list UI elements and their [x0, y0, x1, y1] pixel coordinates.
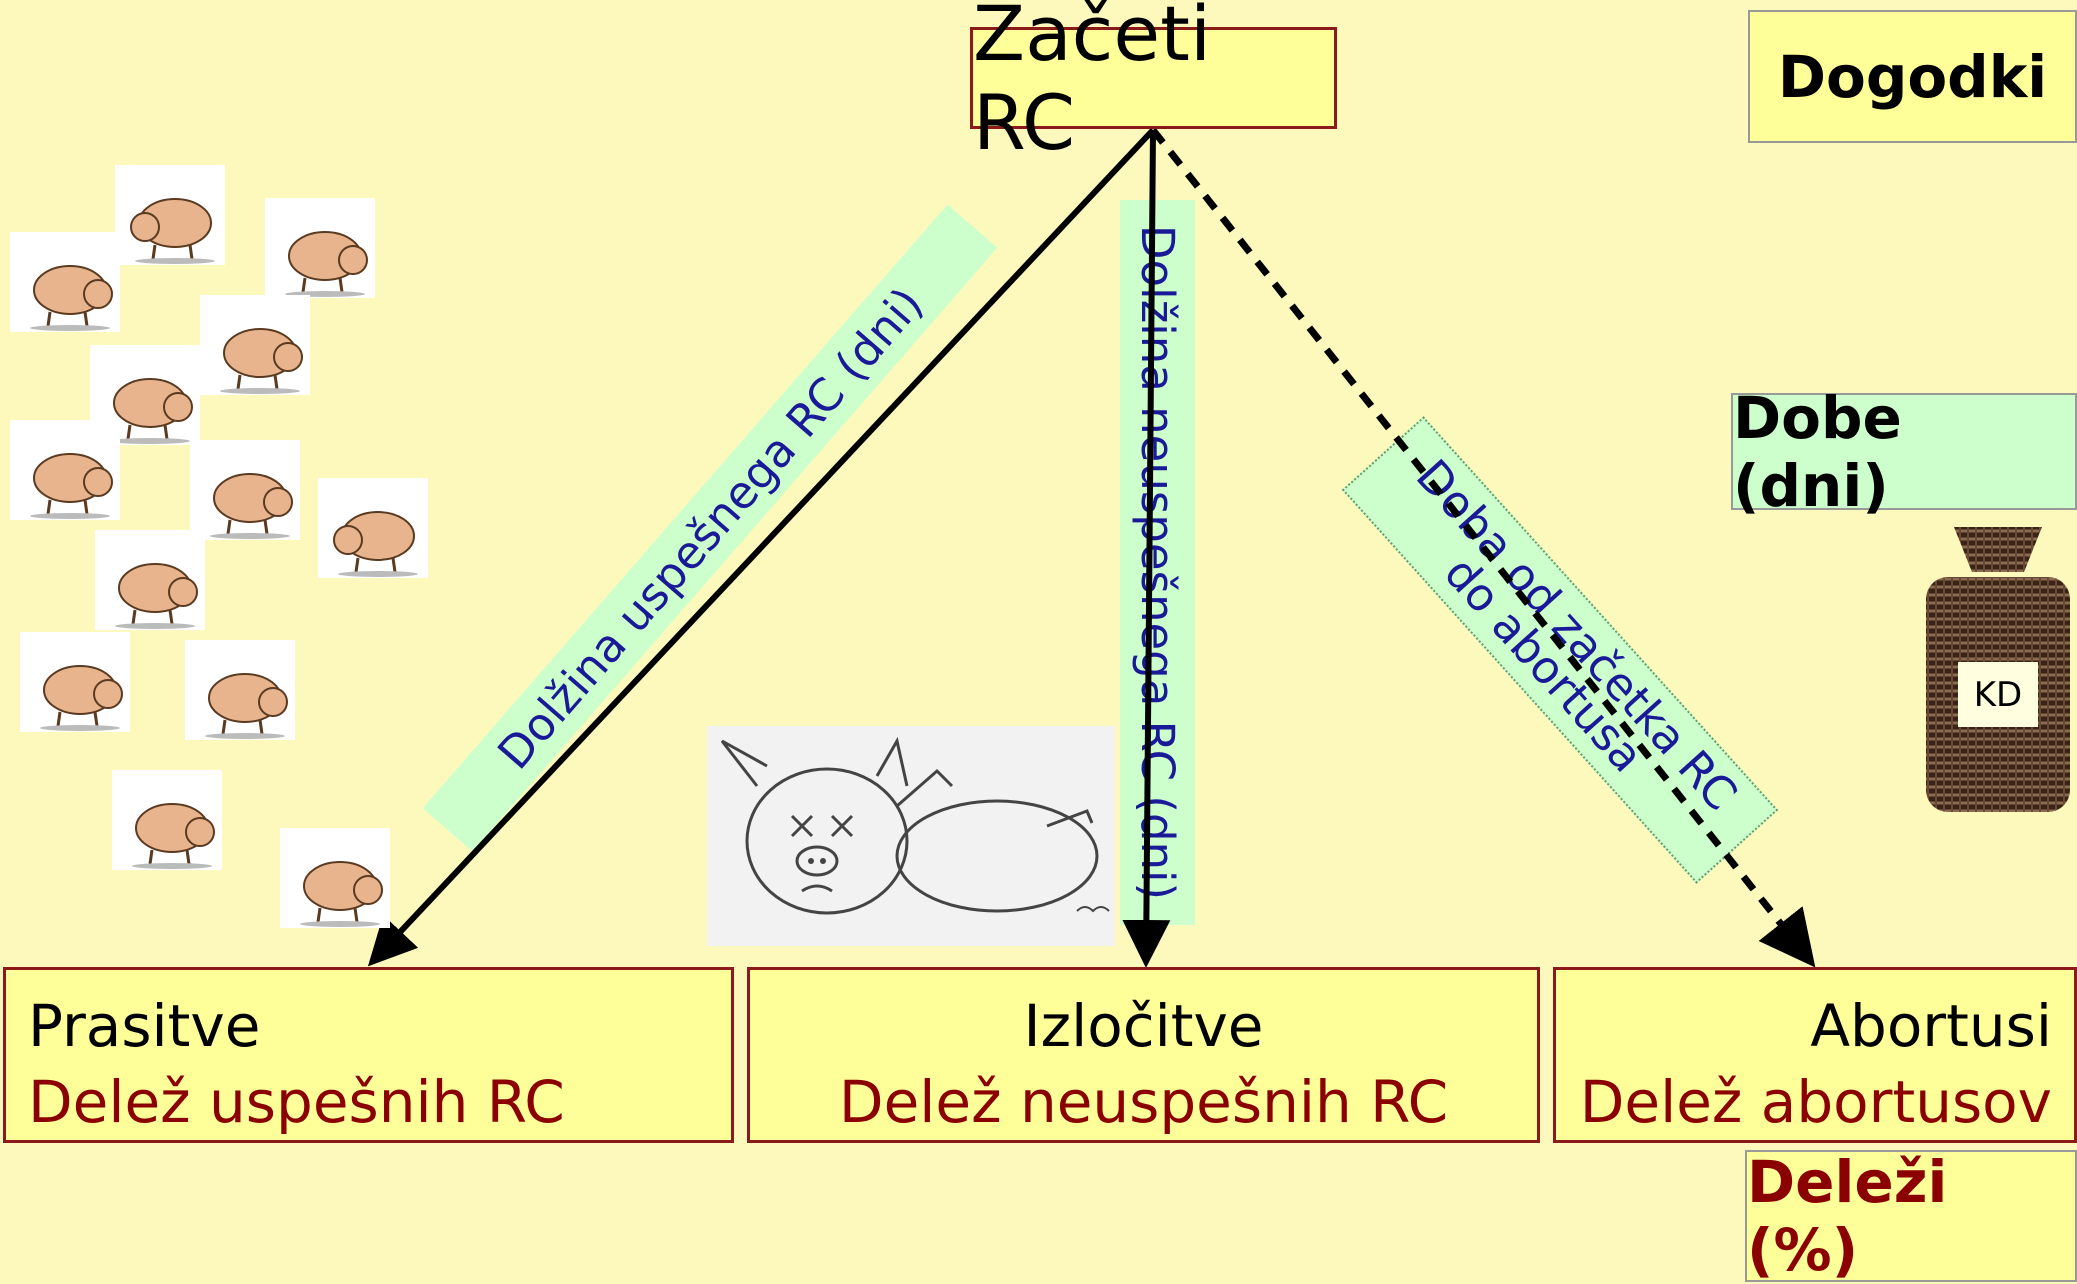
pig-icon: [280, 828, 390, 928]
legend-periods: Dobe (dni): [1731, 384, 2077, 520]
outcome-abortion-share: Delež abortusov: [1579, 1068, 2052, 1136]
pig-icon: [10, 232, 120, 332]
legend-periods-label: Dobe (dni): [1733, 383, 1902, 520]
outcome-culling-event: Izločitve: [1023, 992, 1264, 1060]
outcome-abortion-event: Abortusi: [1810, 992, 2052, 1060]
outcome-culling: Izločitve Delež neuspešnih RC: [747, 967, 1540, 1143]
legend-shares-label: Deleži (%): [1747, 1148, 1948, 1284]
bag-icon: KD: [1924, 527, 2072, 814]
pig-icon: [185, 640, 295, 740]
pig-icon: [95, 530, 205, 630]
duration-unsuccessful-label: Dolžina neuspešnega RC (dni): [1120, 200, 1195, 925]
pig-icon: [20, 632, 130, 732]
pig-icon: [115, 165, 225, 265]
dead-pig-illustration: [707, 726, 1115, 946]
outcome-farrowing: Prasitve Delež uspešnih RC: [3, 967, 734, 1143]
pig-icon: [190, 440, 300, 540]
bag-label: KD: [1973, 674, 2023, 715]
pig-icon: [200, 295, 310, 395]
pig-icon: [265, 198, 375, 298]
pig-icon: [10, 420, 120, 520]
legend-shares: Deleži (%): [1745, 1148, 2077, 1284]
pig-icon: [112, 770, 222, 870]
outcome-abortion: Abortusi Delež abortusov: [1553, 967, 2077, 1143]
start-label: Začeti RC: [973, 0, 1212, 167]
outcome-culling-share: Delež neuspešnih RC: [838, 1068, 1449, 1136]
start-node: Začeti RC: [970, 0, 1337, 167]
outcome-farrowing-share: Delež uspešnih RC: [28, 1068, 565, 1136]
legend-events: Dogodki: [1748, 10, 2077, 143]
outcome-farrowing-event: Prasitve: [28, 992, 261, 1060]
legend-events-label: Dogodki: [1777, 42, 2048, 111]
pig-icon: [318, 478, 428, 578]
